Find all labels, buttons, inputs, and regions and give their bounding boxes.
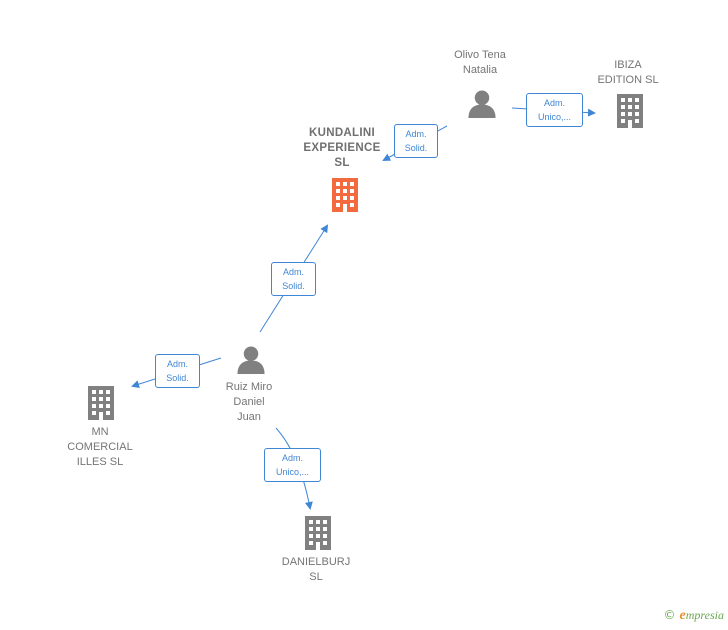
edge-label-line: Adm.	[281, 453, 303, 463]
node-label-line: Daniel	[233, 396, 265, 408]
edge-label-olivo-ibiza[interactable]: Adm. Unico,...	[526, 93, 583, 127]
node-label-line: DANIELBURJ	[281, 556, 351, 568]
mn-building-icon[interactable]	[88, 386, 114, 420]
edge-label-line: Adm.	[166, 359, 188, 369]
edge-label-ruiz-danielburj[interactable]: Adm. Unico,...	[264, 448, 321, 482]
ibiza-building-icon[interactable]	[617, 94, 643, 128]
node-label-line: Olivo Tena	[454, 49, 506, 61]
olivo-person-icon[interactable]	[468, 90, 496, 118]
node-label-ruiz[interactable]: Ruiz Miro Daniel Juan	[199, 380, 299, 425]
node-label-line: SL	[334, 157, 350, 169]
brand-name: mpresia	[685, 608, 724, 622]
node-label-line: Ruiz Miro	[225, 381, 273, 393]
node-label-line: Natalia	[462, 64, 498, 76]
kundalini-building-icon[interactable]	[332, 178, 358, 212]
edge-label-line: Adm.	[282, 267, 304, 277]
node-label-line: ILLES SL	[76, 456, 124, 468]
node-label-line: EDITION SL	[597, 74, 659, 86]
node-label-line: KUNDALINI	[309, 127, 375, 139]
node-label-olivo[interactable]: Olivo Tena Natalia	[430, 48, 530, 78]
node-label-line: EXPERIENCE	[303, 142, 381, 154]
ruiz-person-icon[interactable]	[237, 346, 265, 374]
edge-label-ruiz-mn[interactable]: Adm. Solid.	[155, 354, 200, 388]
node-label-line: COMERCIAL	[67, 441, 133, 453]
edge-label-line: Solid.	[282, 281, 305, 291]
node-label-line: SL	[309, 571, 323, 583]
edge-label-line: Adm.	[543, 98, 565, 108]
node-label-ibiza[interactable]: IBIZA EDITION SL	[580, 58, 676, 88]
danielburj-building-icon[interactable]	[305, 516, 331, 550]
edge-label-line: Adm.	[405, 129, 427, 139]
node-label-mn[interactable]: MN COMERCIAL ILLES SL	[50, 425, 150, 470]
edge-label-line: Solid.	[166, 373, 189, 383]
edge-label-ruiz-kundalini[interactable]: Adm. Solid.	[271, 262, 316, 296]
node-label-kundalini[interactable]: KUNDALINI EXPERIENCE SL	[292, 126, 392, 171]
edge-label-line: Solid.	[404, 143, 428, 153]
node-label-line: IBIZA	[614, 59, 642, 71]
node-label-danielburj[interactable]: DANIELBURJ SL	[266, 555, 366, 585]
node-label-line: MN	[91, 426, 109, 438]
node-label-line: Juan	[237, 411, 261, 423]
edge-label-olivo-kundalini[interactable]: Adm. Solid.	[394, 124, 438, 158]
edge-label-line: Unico,...	[275, 467, 309, 477]
brand-initial: e	[679, 608, 686, 623]
copyright-icon: ©	[663, 608, 676, 622]
empresia-logo: ©empresia	[664, 608, 724, 624]
edge-label-line: Unico,...	[537, 112, 571, 122]
